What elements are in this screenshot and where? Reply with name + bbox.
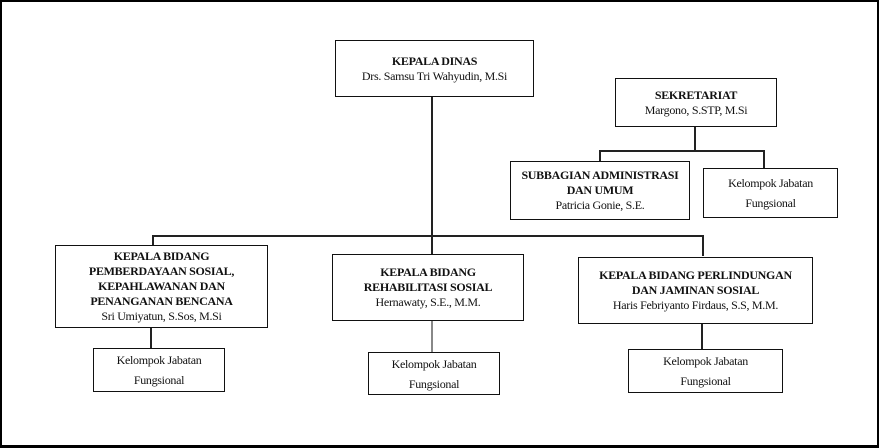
box-name: Drs. Samsu Tri Wahyudin, M.Si (361, 68, 508, 83)
box-title: SUBBAGIAN ADMINISTRASI DAN UMUM (521, 168, 679, 197)
bidang-rehabilitasi-box: KEPALA BIDANG REHABILITASI SOSIAL Hernaw… (332, 254, 524, 321)
connector-line (694, 126, 696, 150)
box-name: Hernawaty, S.E., M.M. (375, 295, 481, 309)
kelompok-jabatan-box: Kelompok Jabatan Fungsional (93, 348, 225, 392)
kepala-dinas-box: KEPALA DINAS Drs. Samsu Tri Wahyudin, M.… (335, 40, 534, 97)
box-label: Kelompok Jabatan Fungsional (728, 176, 813, 210)
subbagian-box: SUBBAGIAN ADMINISTRASI DAN UMUM Patricia… (510, 161, 690, 220)
bidang-pemberdayaan-box: KEPALA BIDANG PEMBERDAYAAN SOSIAL, KEPAH… (55, 245, 268, 328)
box-name: Patricia Gonie, S.E. (555, 198, 645, 212)
box-label: Kelompok Jabatan Fungsional (116, 353, 202, 387)
box-title: KEPALA BIDANG PEMBERDAYAAN SOSIAL, KEPAH… (88, 249, 235, 308)
connector-line (599, 150, 601, 162)
connector-line (152, 235, 154, 246)
box-title: KEPALA BIDANG REHABILITASI SOSIAL (363, 265, 493, 294)
connector-line (150, 326, 152, 349)
connector-line (152, 235, 703, 237)
connector-line (702, 235, 704, 256)
kelompok-jabatan-box: Kelompok Jabatan Fungsional (628, 349, 783, 393)
box-title: SEKRETARIAT (654, 87, 738, 102)
box-name: Sri Umiyatun, S.Sos, M.Si (101, 309, 222, 323)
connector-line (701, 322, 703, 350)
bidang-perlindungan-box: KEPALA BIDANG PERLINDUNGAN DAN JAMINAN S… (578, 257, 813, 324)
box-name: Haris Febriyanto Firdaus, S.S, M.M. (612, 298, 779, 312)
box-title: KEPALA BIDANG PERLINDUNGAN DAN JAMINAN S… (599, 268, 792, 297)
kelompok-jabatan-box: Kelompok Jabatan Fungsional (368, 352, 500, 395)
connector-line (431, 96, 433, 254)
box-label: Kelompok Jabatan Fungsional (663, 354, 748, 388)
box-label: Kelompok Jabatan Fungsional (391, 356, 477, 391)
box-title: KEPALA DINAS (391, 53, 478, 68)
connector-line (763, 150, 765, 169)
sekretariat-box: SEKRETARIAT Margono, S.STP, M.Si (615, 78, 777, 127)
connector-line (599, 150, 764, 152)
box-name: Margono, S.STP, M.Si (644, 102, 748, 117)
kelompok-jabatan-sekretariat-box: Kelompok Jabatan Fungsional (703, 168, 838, 218)
connector-line (431, 319, 433, 353)
